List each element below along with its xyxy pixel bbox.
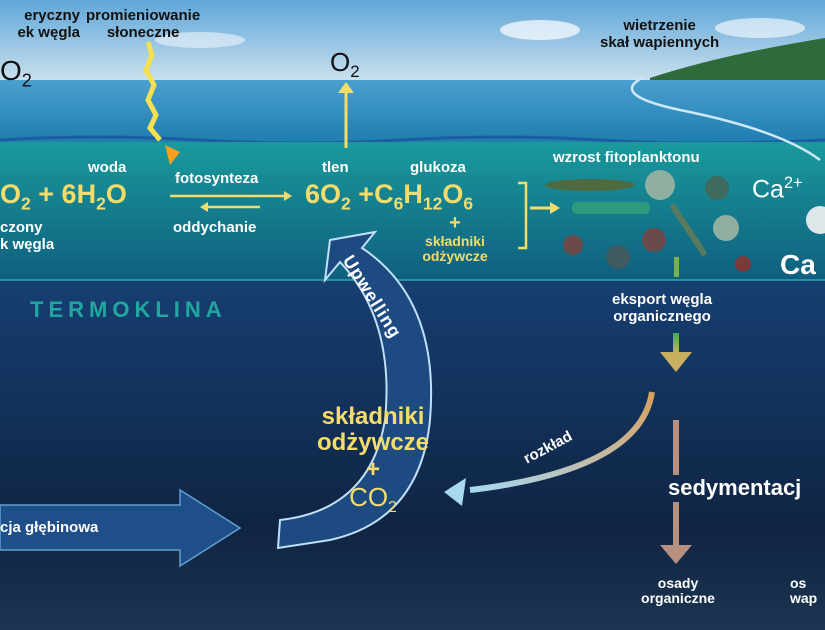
- formula-part: O: [0, 55, 22, 86]
- formula-part: 6O: [305, 179, 342, 209]
- upwelling-arrow: [276, 230, 433, 550]
- formula-sub: 2: [350, 62, 360, 82]
- equation-left: O2 + 6H2O: [0, 179, 127, 214]
- label-line: składniki: [321, 403, 425, 430]
- label-line: składniki: [425, 233, 485, 249]
- label-line: odżywcze: [422, 248, 488, 265]
- formula-sup: 2+: [783, 174, 803, 192]
- label-line: k węgla: [0, 235, 55, 253]
- formula-part: +C: [350, 179, 394, 209]
- decomposition-arrow: [469, 391, 655, 493]
- deep-circulation-arrow: [0, 488, 242, 568]
- glucose-label: glukoza: [410, 159, 466, 176]
- equation-right: 6O2 +C6H12O6: [305, 179, 474, 214]
- sedimentation-label: sedymentacj: [668, 475, 802, 500]
- calcium-ion: Ca2+: [752, 174, 803, 204]
- water-label: woda: [88, 159, 127, 176]
- o2-release-formula: O2: [330, 48, 360, 82]
- oxygen-label: tlen: [322, 159, 349, 176]
- label-line: eksport węgla: [612, 291, 713, 308]
- photosynthesis-label: fotosynteza: [175, 170, 259, 187]
- label-line: os: [790, 575, 807, 591]
- formula-part: O: [105, 179, 127, 209]
- formula-part: H: [403, 179, 423, 209]
- weathering-arrow: [630, 76, 821, 162]
- formula-part: Ca: [752, 175, 784, 204]
- coast-hills: [650, 38, 825, 82]
- phytoplankton-growth-label: wzrost fitoplanktonu: [553, 149, 700, 166]
- sedimentation-arrow: [660, 545, 692, 564]
- formula-sub: 2: [341, 193, 351, 214]
- label-line: skał wapiennych: [600, 33, 720, 51]
- label-line: osady: [657, 575, 699, 591]
- label-line: promieniowanie: [86, 7, 201, 24]
- formula-sub: 12: [422, 193, 443, 214]
- formula-part: + 6H: [30, 179, 97, 209]
- o2-up-arrow: [338, 82, 354, 93]
- formula-part: CO: [349, 482, 389, 513]
- deep-circulation-label: cja głębinowa: [0, 519, 99, 536]
- label-line: ek węgla: [17, 23, 80, 41]
- formula-sub: 6: [393, 193, 404, 214]
- phytoplankton-icon: [545, 170, 825, 272]
- plus-sign: +: [365, 455, 380, 483]
- formula-sub: 2: [21, 70, 32, 91]
- label-line: słoneczne: [106, 23, 180, 41]
- formula-sub: 2: [96, 193, 106, 214]
- label-line: organicznego: [613, 307, 711, 325]
- calcium-carbonate-label: Ca: [780, 249, 816, 280]
- export-down-arrow: [660, 352, 692, 372]
- respiration-label: oddychanie: [173, 219, 257, 236]
- formula-part: O: [330, 47, 351, 77]
- label-line: organiczne: [641, 590, 715, 607]
- formula-part: O: [442, 179, 464, 209]
- label-line: czony: [0, 219, 43, 236]
- formula-sub: 2: [21, 193, 31, 214]
- label-line: wietrzenie: [623, 17, 696, 34]
- atm-o2-formula: O2: [0, 55, 32, 91]
- label-line: wap: [790, 590, 818, 607]
- label-line: odżywcze: [316, 429, 430, 457]
- plus-sign: +: [449, 212, 461, 234]
- formula-part: O: [0, 179, 22, 209]
- label-line: eryczny: [24, 7, 80, 24]
- solar-ray-icon: [143, 41, 162, 142]
- formula-sub: 6: [463, 193, 474, 214]
- thermocline-label: TERMOKLINA: [30, 297, 227, 322]
- formula-sub: 2: [388, 498, 397, 516]
